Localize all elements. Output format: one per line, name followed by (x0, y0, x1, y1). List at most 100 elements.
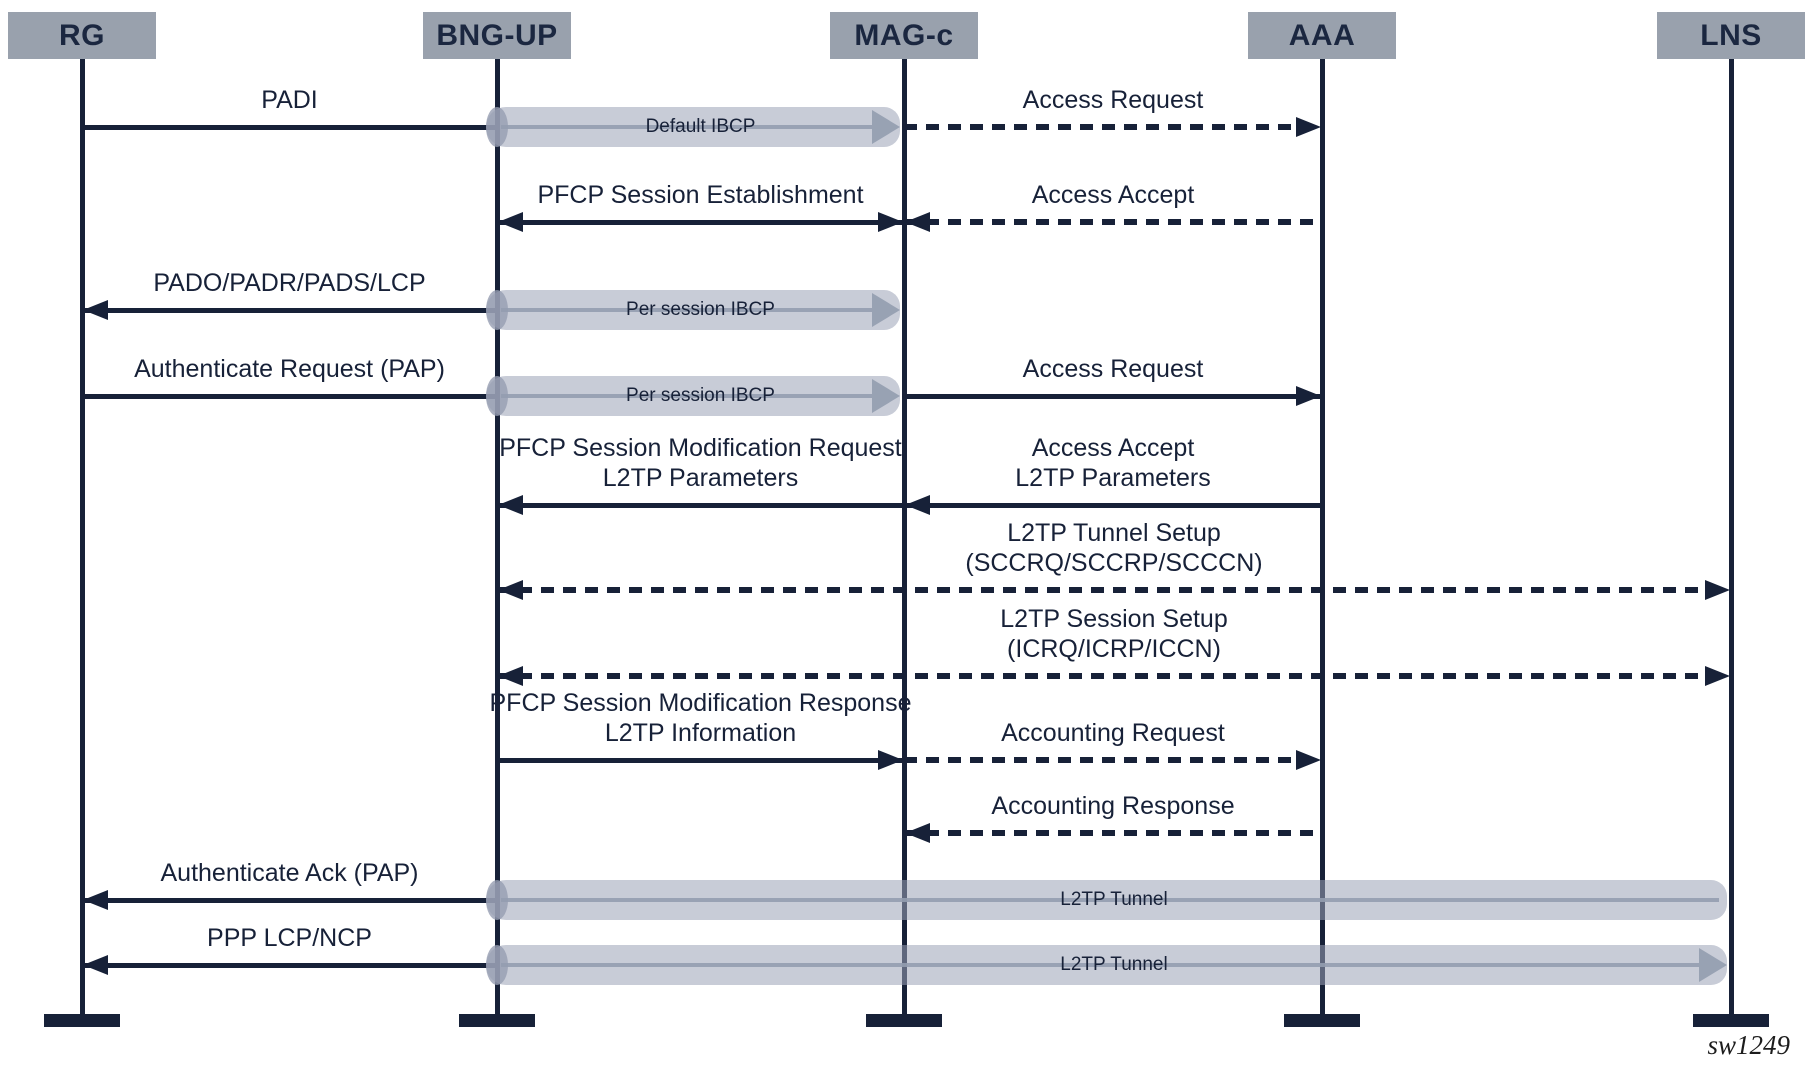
message-label: Authenticate Request (PAP) (0, 354, 630, 384)
message-label-line: Access Request (1022, 86, 1204, 114)
tube-arrowhead-icon (872, 293, 900, 327)
message-label: Access Request (773, 85, 1453, 115)
message-label-line: Accounting Request (1001, 719, 1225, 747)
arrowhead-right-icon (1705, 666, 1730, 686)
arrowhead-left-icon (905, 495, 930, 515)
actor-label: RG (59, 18, 105, 52)
tube-label: Default IBCP (645, 116, 756, 137)
message-label: Access Request (773, 354, 1453, 384)
lifeline-end-bar-aaa (1284, 1014, 1360, 1027)
actor-box-mag-c: MAG-c (830, 12, 978, 59)
message-label-line: PPP LCP/NCP (207, 924, 372, 952)
lifeline-end-bar-rg (44, 1014, 120, 1027)
arrowhead-left-icon (498, 666, 523, 686)
message-label-line: PFCP Session Modification Request (499, 434, 902, 462)
tube-cap (486, 290, 508, 330)
actor-label: AAA (1288, 18, 1356, 52)
lifeline-end-bar-bng-up (459, 1014, 535, 1027)
actor-box-aaa: AAA (1248, 12, 1396, 59)
lifeline-end-bar-lns (1693, 1014, 1769, 1027)
actor-box-lns: LNS (1657, 12, 1805, 59)
message-line (497, 587, 1731, 593)
message-label: Accounting Request (773, 718, 1453, 748)
arrowhead-left-icon (83, 300, 108, 320)
actor-label: LNS (1700, 18, 1762, 52)
message-line (82, 963, 497, 968)
message-label: PPP LCP/NCP (0, 923, 630, 953)
lifeline-mag-c (902, 59, 907, 1017)
tube-arrowhead-icon (872, 110, 900, 144)
tube-cap (486, 945, 508, 985)
message-label: PFCP Session Establishment (361, 180, 1041, 210)
message-label: L2TP Session Setup(ICRQ/ICRP/ICCN) (774, 604, 1454, 664)
arrowhead-left-icon (498, 495, 523, 515)
tube-label: L2TP Tunnel (1060, 954, 1168, 975)
lifeline-bng-up (495, 59, 500, 1017)
message-line (904, 219, 1322, 225)
message-line (904, 394, 1322, 399)
message-line (497, 220, 904, 225)
message-label: PADI (0, 85, 630, 115)
actor-label: MAG-c (854, 18, 954, 52)
tube-arrowhead-icon (872, 379, 900, 413)
message-line (82, 898, 497, 903)
message-label-line: L2TP Parameters (602, 464, 799, 492)
tube-cap (486, 107, 508, 147)
message-label: Accounting Response (773, 791, 1453, 821)
message-line (497, 503, 904, 508)
tube-arrowhead-icon (1699, 948, 1727, 982)
message-line (904, 830, 1322, 836)
message-label-line: PFCP Session Establishment (537, 181, 864, 209)
tube-centerline (501, 394, 872, 398)
arrowhead-right-icon (878, 212, 903, 232)
arrowhead-right-icon (1296, 117, 1321, 137)
message-line (82, 308, 497, 313)
lifeline-aaa (1320, 59, 1325, 1017)
message-line (904, 124, 1322, 130)
message-label: Access Accept (773, 180, 1453, 210)
message-label-line: Authenticate Request (PAP) (134, 355, 445, 383)
message-label-line: PADI (261, 86, 318, 114)
tube-label: Per session IBCP (626, 299, 775, 320)
message-label-line: PFCP Session Modification Response (489, 689, 912, 717)
actor-label: BNG-UP (436, 18, 558, 52)
arrowhead-right-icon (1705, 580, 1730, 600)
message-line (497, 758, 904, 763)
lifeline-lns (1729, 59, 1734, 1017)
diagram-id: sw1249 (1707, 1030, 1790, 1060)
message-line (497, 673, 1731, 679)
actor-box-bng-up: BNG-UP (423, 12, 571, 59)
message-label-line: L2TP Tunnel Setup (1007, 519, 1221, 547)
lifeline-rg (80, 59, 85, 1017)
message-label-line: L2TP Information (604, 719, 797, 747)
arrowhead-left-icon (83, 955, 108, 975)
tube-label: L2TP Tunnel (1060, 889, 1168, 910)
arrowhead-right-icon (1296, 386, 1321, 406)
message-label-line: L2TP Parameters (1015, 464, 1211, 492)
message-label: PADO/PADR/PADS/LCP (0, 268, 630, 298)
message-label-line: (SCCRQ/SCCRP/SCCCN) (965, 549, 1263, 577)
message-label-line: PADO/PADR/PADS/LCP (153, 269, 426, 297)
message-label-line: Access Accept (1031, 181, 1195, 209)
tube-label: Per session IBCP (626, 385, 775, 406)
message-line (82, 125, 497, 130)
arrowhead-left-icon (83, 890, 108, 910)
tube-cap (486, 880, 508, 920)
arrowhead-left-icon (498, 212, 523, 232)
message-label: L2TP Tunnel Setup(SCCRQ/SCCRP/SCCCN) (774, 518, 1454, 578)
tube-centerline (501, 963, 1699, 967)
arrowhead-left-icon (498, 580, 523, 600)
message-line (82, 394, 497, 399)
message-label: Authenticate Ack (PAP) (0, 858, 630, 888)
arrowhead-left-icon (905, 212, 930, 232)
message-label-line: Access Request (1022, 355, 1204, 383)
message-label-line: Authenticate Ack (PAP) (160, 859, 419, 887)
arrowhead-right-icon (1296, 750, 1321, 770)
message-label-line: Accounting Response (991, 792, 1235, 820)
tube-cap (486, 376, 508, 416)
tube-centerline (501, 308, 872, 312)
